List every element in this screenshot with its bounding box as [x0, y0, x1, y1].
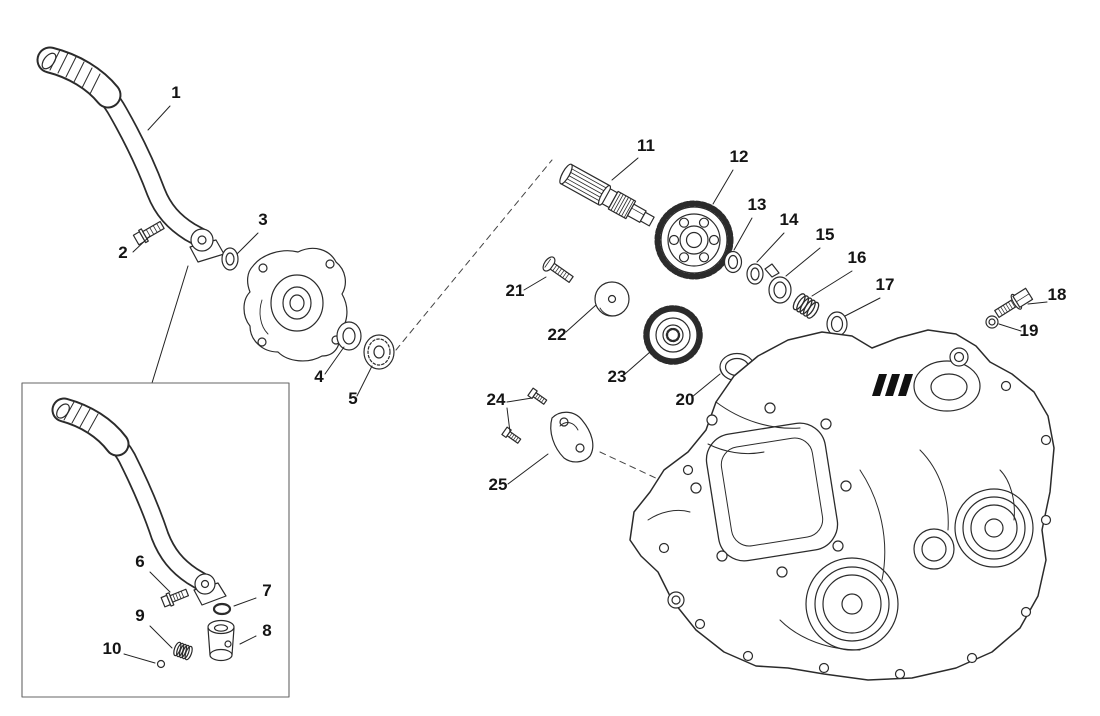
part-label-25: 25: [489, 475, 508, 494]
spring-16: [792, 293, 820, 319]
part-label-18: 18: [1048, 285, 1067, 304]
kick-lever-detail: [51, 397, 227, 606]
part-label-9: 9: [135, 606, 144, 625]
snap-ring-7: [212, 602, 232, 616]
part-label-3: 3: [258, 210, 267, 229]
part-label-10: 10: [103, 639, 122, 658]
inset-detail-box: [21, 382, 290, 698]
lever-bolt: [132, 220, 165, 246]
washer-plate-22: [594, 281, 630, 317]
mount-arm-hole: [667, 591, 685, 609]
leader-lines: [123, 105, 1048, 664]
part-label-22: 22: [548, 325, 567, 344]
bolt-6: [160, 588, 190, 608]
main-bearing-bore: [805, 557, 899, 651]
part-label-19: 19: [1020, 321, 1039, 340]
part-label-11: 11: [637, 136, 655, 155]
spring-9: [173, 641, 193, 661]
part-label-8: 8: [262, 621, 271, 640]
part-label-17: 17: [876, 275, 895, 294]
bracket-25: [550, 411, 594, 463]
part-labels: 1 2 3 4 5 6 7 8 9 10 11 12 13 14 15 16 1…: [103, 83, 1067, 658]
part-label-23: 23: [608, 367, 627, 386]
engine-cover: [243, 247, 348, 362]
part-label-20: 20: [676, 390, 695, 409]
grip-hatching: [49, 49, 101, 95]
ratchet-15: [764, 263, 792, 304]
callout-line: [151, 265, 189, 384]
part-label-14: 14: [780, 210, 799, 229]
washer-19: [985, 315, 999, 329]
ball-10: [156, 659, 166, 669]
flange-bolt-holes: [690, 402, 852, 578]
grip-hatching: [63, 401, 99, 433]
kickstart-shaft-11: [559, 163, 655, 227]
edge-bolt-holes: [658, 380, 1052, 680]
lever-joint-8: [207, 619, 235, 662]
bolt-24a: [527, 387, 548, 405]
part-label-16: 16: [848, 248, 867, 267]
washer-14: [746, 263, 764, 285]
part-label-13: 13: [748, 195, 767, 214]
top-boss: [913, 347, 981, 412]
part-label-4: 4: [314, 367, 324, 386]
bolt-21: [542, 256, 574, 283]
washer-3: [221, 247, 239, 271]
small-bore: [913, 528, 955, 570]
part-label-21: 21: [506, 281, 525, 300]
brand-logo-stripes: [872, 374, 913, 396]
gear-12: [654, 200, 734, 280]
oil-seal-4: [336, 321, 362, 351]
part-label-2: 2: [118, 243, 127, 262]
crankcase: [629, 329, 1055, 681]
idle-gear-23: [643, 305, 703, 365]
crankcase-opening: [705, 422, 839, 562]
bearing-5: [363, 334, 395, 370]
part-label-7: 7: [262, 581, 271, 600]
part-label-6: 6: [135, 552, 144, 571]
casting-ribs: [647, 401, 1015, 651]
part-label-24: 24: [487, 390, 506, 409]
washer-13: [723, 250, 743, 274]
part-label-1: 1: [171, 83, 180, 102]
part-label-5: 5: [348, 389, 357, 408]
bolt-24b: [501, 426, 522, 444]
part-label-12: 12: [730, 147, 749, 166]
bolt-18: [994, 287, 1034, 318]
kick-lever: [36, 46, 225, 263]
secondary-bore: [954, 488, 1034, 568]
part-label-15: 15: [816, 225, 835, 244]
